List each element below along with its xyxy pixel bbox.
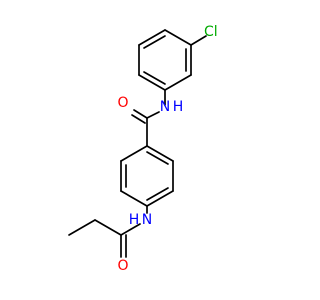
bond-c-o1 [133, 109, 148, 119]
bond-c-cl [190, 35, 207, 46]
bonds [68, 29, 207, 258]
atom-o2-label: O [117, 258, 128, 274]
atom-h1-label: H [173, 99, 184, 115]
bond-ring2-1-inner [146, 151, 169, 165]
atom-n2-label: N [142, 212, 152, 228]
bond-ring1-1 [164, 29, 192, 46]
bond-ring2-1 [146, 145, 174, 162]
atom-o1-label: O [117, 95, 128, 111]
bond-c-ch2 [94, 219, 122, 236]
atom-n1-label: N [160, 99, 170, 115]
bond-ring1-4-inner [143, 71, 166, 85]
atom-h2-label: H [129, 212, 140, 228]
bond-ring1-6 [138, 29, 166, 46]
bond-ring2-3 [146, 190, 174, 207]
bond-ch2-ch3 [68, 219, 96, 236]
bond-ring2-6 [120, 145, 148, 162]
bond-n1-c [146, 111, 160, 119]
bond-ring1-4 [138, 74, 166, 91]
bond-ring1-6-inner [143, 35, 166, 49]
bond-c-o1-double [131, 114, 146, 124]
chemical-structure-diagram: Cl N H O H N O [68, 24, 218, 274]
bond-n2-c [120, 223, 141, 236]
bond-ring1-3 [164, 74, 192, 91]
bond-ring2-3-inner [146, 187, 169, 201]
atom-cl-label: Cl [204, 24, 218, 40]
bond-ring2-4 [120, 190, 148, 207]
atom-labels: Cl N H O H N O [117, 24, 217, 274]
